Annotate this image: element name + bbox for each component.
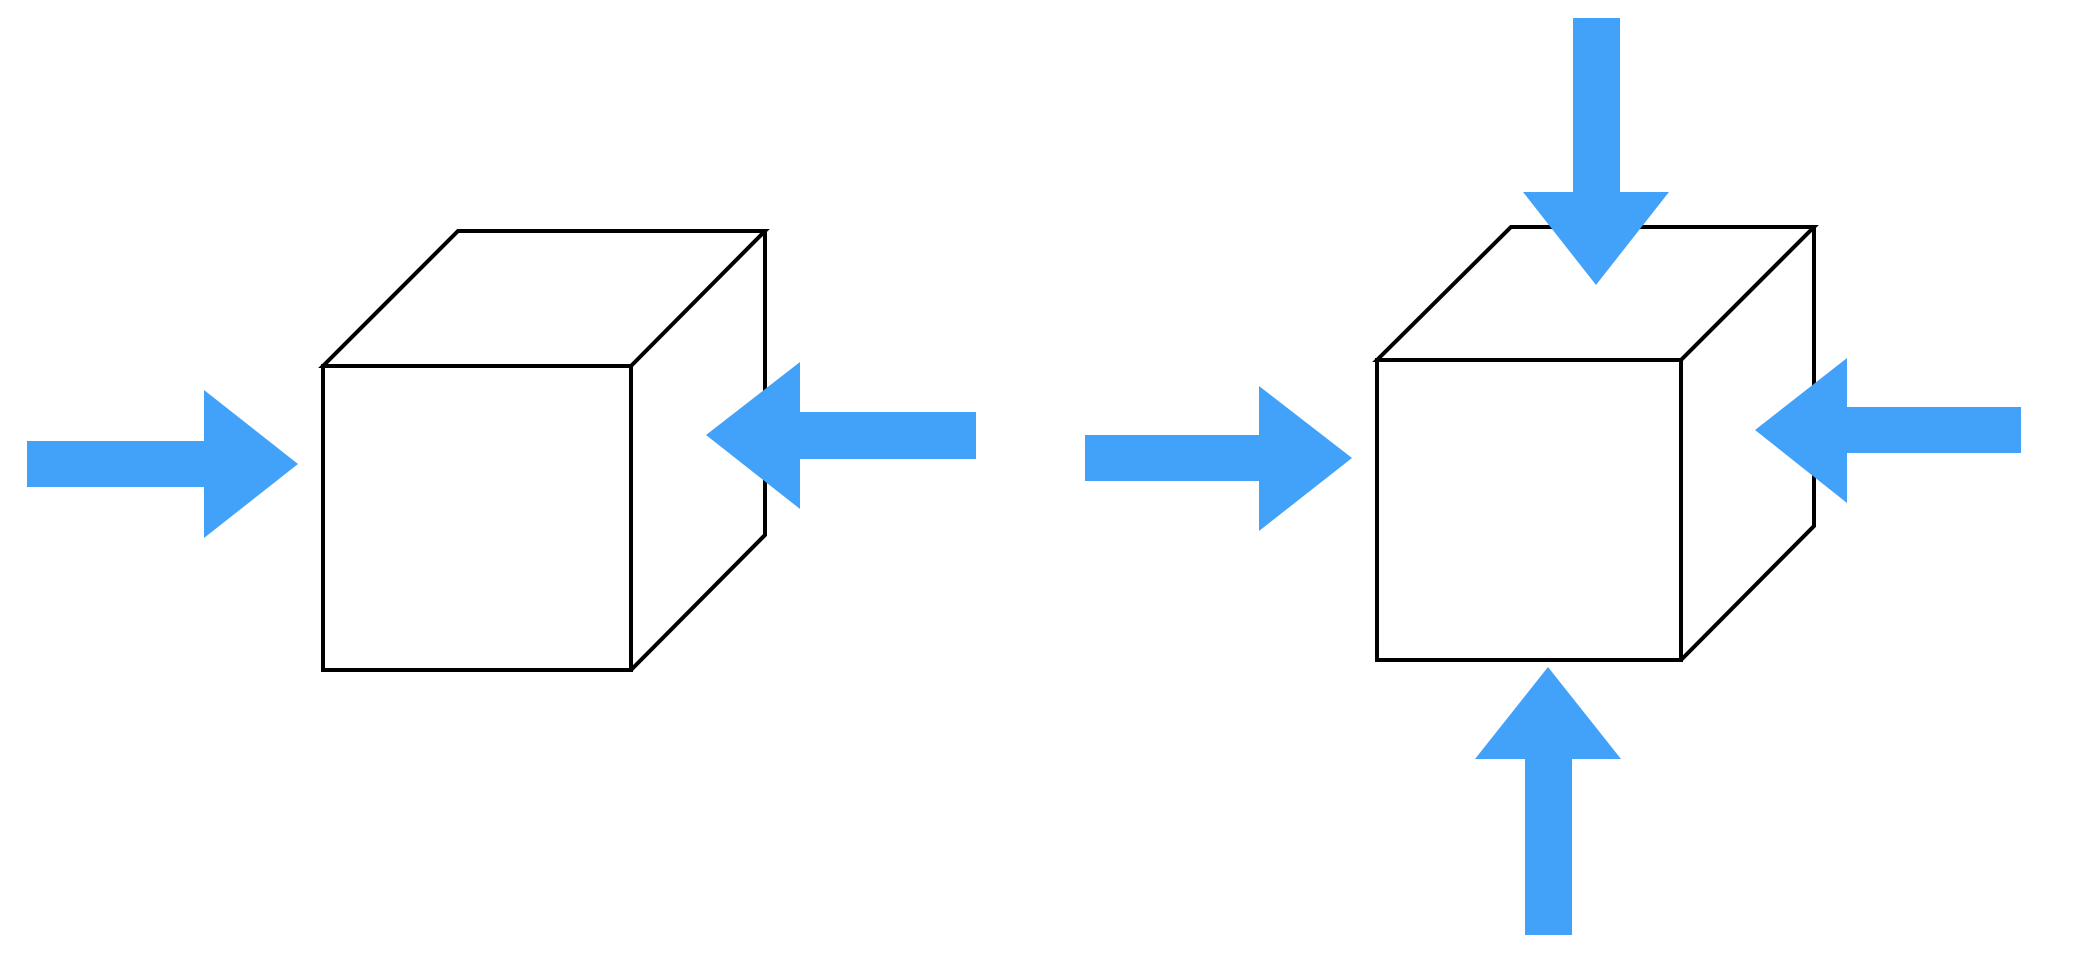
arrow-left-icon (1755, 358, 2021, 503)
arrow-down-icon (1523, 18, 1669, 285)
cube-left (318, 229, 770, 672)
cube-left-right-face (629, 231, 767, 672)
arrow-up-icon (1475, 667, 1621, 935)
arrow-left-icon (706, 362, 976, 509)
arrow-right-icon (1085, 386, 1352, 531)
cube-left-top-face (318, 229, 770, 368)
cube-right-right-face (1679, 227, 1816, 662)
cube-right (1372, 225, 1819, 662)
arrow-right-icon (27, 390, 298, 538)
cube-left-front-face (321, 364, 633, 672)
cube-right-front-face (1375, 358, 1683, 662)
